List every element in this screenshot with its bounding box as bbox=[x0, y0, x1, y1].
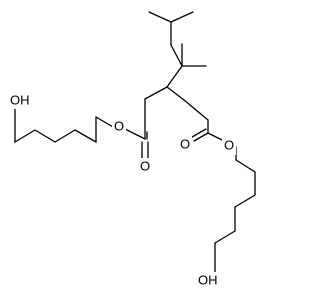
bond bbox=[54, 129, 76, 143]
atom-labels: OH O O O O OH bbox=[8, 91, 236, 290]
bond bbox=[170, 11, 194, 23]
bond bbox=[74, 129, 97, 143]
carbonyl-oxygen-right: O bbox=[180, 136, 190, 151]
label-background bbox=[138, 158, 152, 176]
bond bbox=[144, 86, 168, 100]
bond bbox=[34, 129, 56, 143]
label-background bbox=[222, 137, 236, 155]
ester-oxygen-right: O bbox=[224, 137, 234, 152]
bond bbox=[166, 65, 183, 88]
bond bbox=[183, 99, 209, 121]
hydroxyl-label-top: OH bbox=[10, 92, 30, 107]
hydroxyl-label-bottom: OH bbox=[198, 272, 218, 287]
ester-oxygen-left: O bbox=[114, 118, 124, 133]
label-background bbox=[178, 136, 192, 154]
bond bbox=[193, 132, 209, 142]
bond bbox=[95, 116, 114, 128]
bond bbox=[191, 128, 207, 138]
bond bbox=[166, 86, 185, 101]
bond bbox=[207, 132, 225, 142]
label-background bbox=[112, 118, 126, 136]
molecule-structure-diagram: OH O O O O OH bbox=[8, 11, 256, 290]
label-background bbox=[8, 91, 36, 109]
bond-lines bbox=[14, 11, 256, 277]
bond bbox=[214, 230, 236, 244]
carbonyl-oxygen-left: O bbox=[140, 158, 150, 173]
bond bbox=[234, 194, 256, 208]
bond bbox=[235, 159, 256, 173]
bond bbox=[148, 11, 172, 23]
bond bbox=[170, 44, 183, 67]
label-background bbox=[196, 272, 226, 290]
bond bbox=[14, 129, 36, 143]
